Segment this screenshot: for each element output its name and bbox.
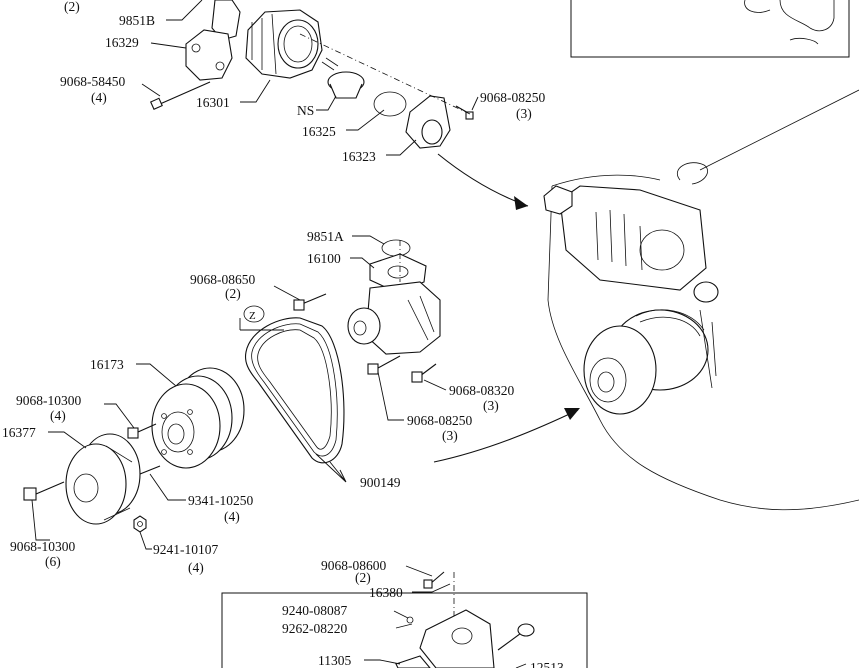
- qty-9068-08250-top: (3): [516, 106, 532, 121]
- qty-9068-10300-b: (6): [45, 554, 61, 569]
- arrow-head-mid: [564, 408, 580, 420]
- label-16329: 16329: [105, 35, 139, 50]
- part-labels: (2) 9851B 16329 9068-58450 (4) 16301 NS …: [2, 0, 564, 668]
- thermostat-housing-assembly: [149, 0, 474, 149]
- qty-9068-08250-mid: (3): [442, 428, 458, 443]
- qty-9068-08600: (2): [355, 570, 371, 585]
- label-16173: 16173: [90, 357, 124, 372]
- zone-z-marker: [243, 305, 265, 323]
- zone-z-label: Z: [249, 310, 256, 322]
- label-9240-08087: 9240-08087: [282, 603, 347, 618]
- crank-pulley-assembly: [23, 367, 245, 533]
- bottom-inset-parts: [395, 571, 535, 668]
- label-9241-10107: 9241-10107: [153, 542, 218, 557]
- label-16380: 16380: [369, 585, 403, 600]
- qty-top-left: (2): [64, 0, 80, 14]
- label-9068-08250-top: 9068-08250: [480, 90, 545, 105]
- label-16100: 16100: [307, 251, 341, 266]
- label-9068-10300-a: 9068-10300: [16, 393, 81, 408]
- arrow-head-top: [514, 196, 528, 210]
- v-belt: [244, 317, 345, 464]
- water-pump-assembly: [293, 239, 441, 383]
- label-9262-08220: 9262-08220: [282, 621, 347, 636]
- qty-9241-10107: (4): [188, 560, 204, 575]
- label-11305: 11305: [318, 653, 351, 668]
- label-9068-08600: 9068-08600: [321, 558, 386, 573]
- label-9068-08320: 9068-08320: [449, 383, 514, 398]
- qty-9068-58450: (4): [91, 90, 107, 105]
- engine-block-sketch: [543, 89, 859, 511]
- label-12513: 12513: [530, 660, 564, 668]
- inset-frame-top-right: [570, 0, 850, 58]
- label-9341-10250: 9341-10250: [188, 493, 253, 508]
- label-NS: NS: [297, 103, 314, 118]
- label-16325: 16325: [302, 124, 336, 139]
- assembly-arrow-mid: [433, 409, 579, 463]
- qty-9341-10250: (4): [224, 509, 240, 524]
- leader-lines: [31, 0, 527, 668]
- label-9068-08650: 9068-08650: [190, 272, 255, 287]
- label-9068-08250-mid: 9068-08250: [407, 413, 472, 428]
- label-16323: 16323: [342, 149, 376, 164]
- qty-9068-08650: (2): [225, 286, 241, 301]
- inset-sketch-top-right: [744, 0, 835, 45]
- label-9068-58450: 9068-58450: [60, 74, 125, 89]
- qty-9068-08320: (3): [483, 398, 499, 413]
- label-9851A: 9851A: [307, 229, 344, 244]
- label-9851B: 9851B: [119, 13, 155, 28]
- inset-frame-bottom: [221, 592, 588, 668]
- label-16377: 16377: [2, 425, 36, 440]
- label-16301: 16301: [196, 95, 230, 110]
- label-900149: 900149: [360, 475, 401, 490]
- qty-9068-10300-a: (4): [50, 408, 66, 423]
- label-9068-10300-b: 9068-10300: [10, 539, 75, 554]
